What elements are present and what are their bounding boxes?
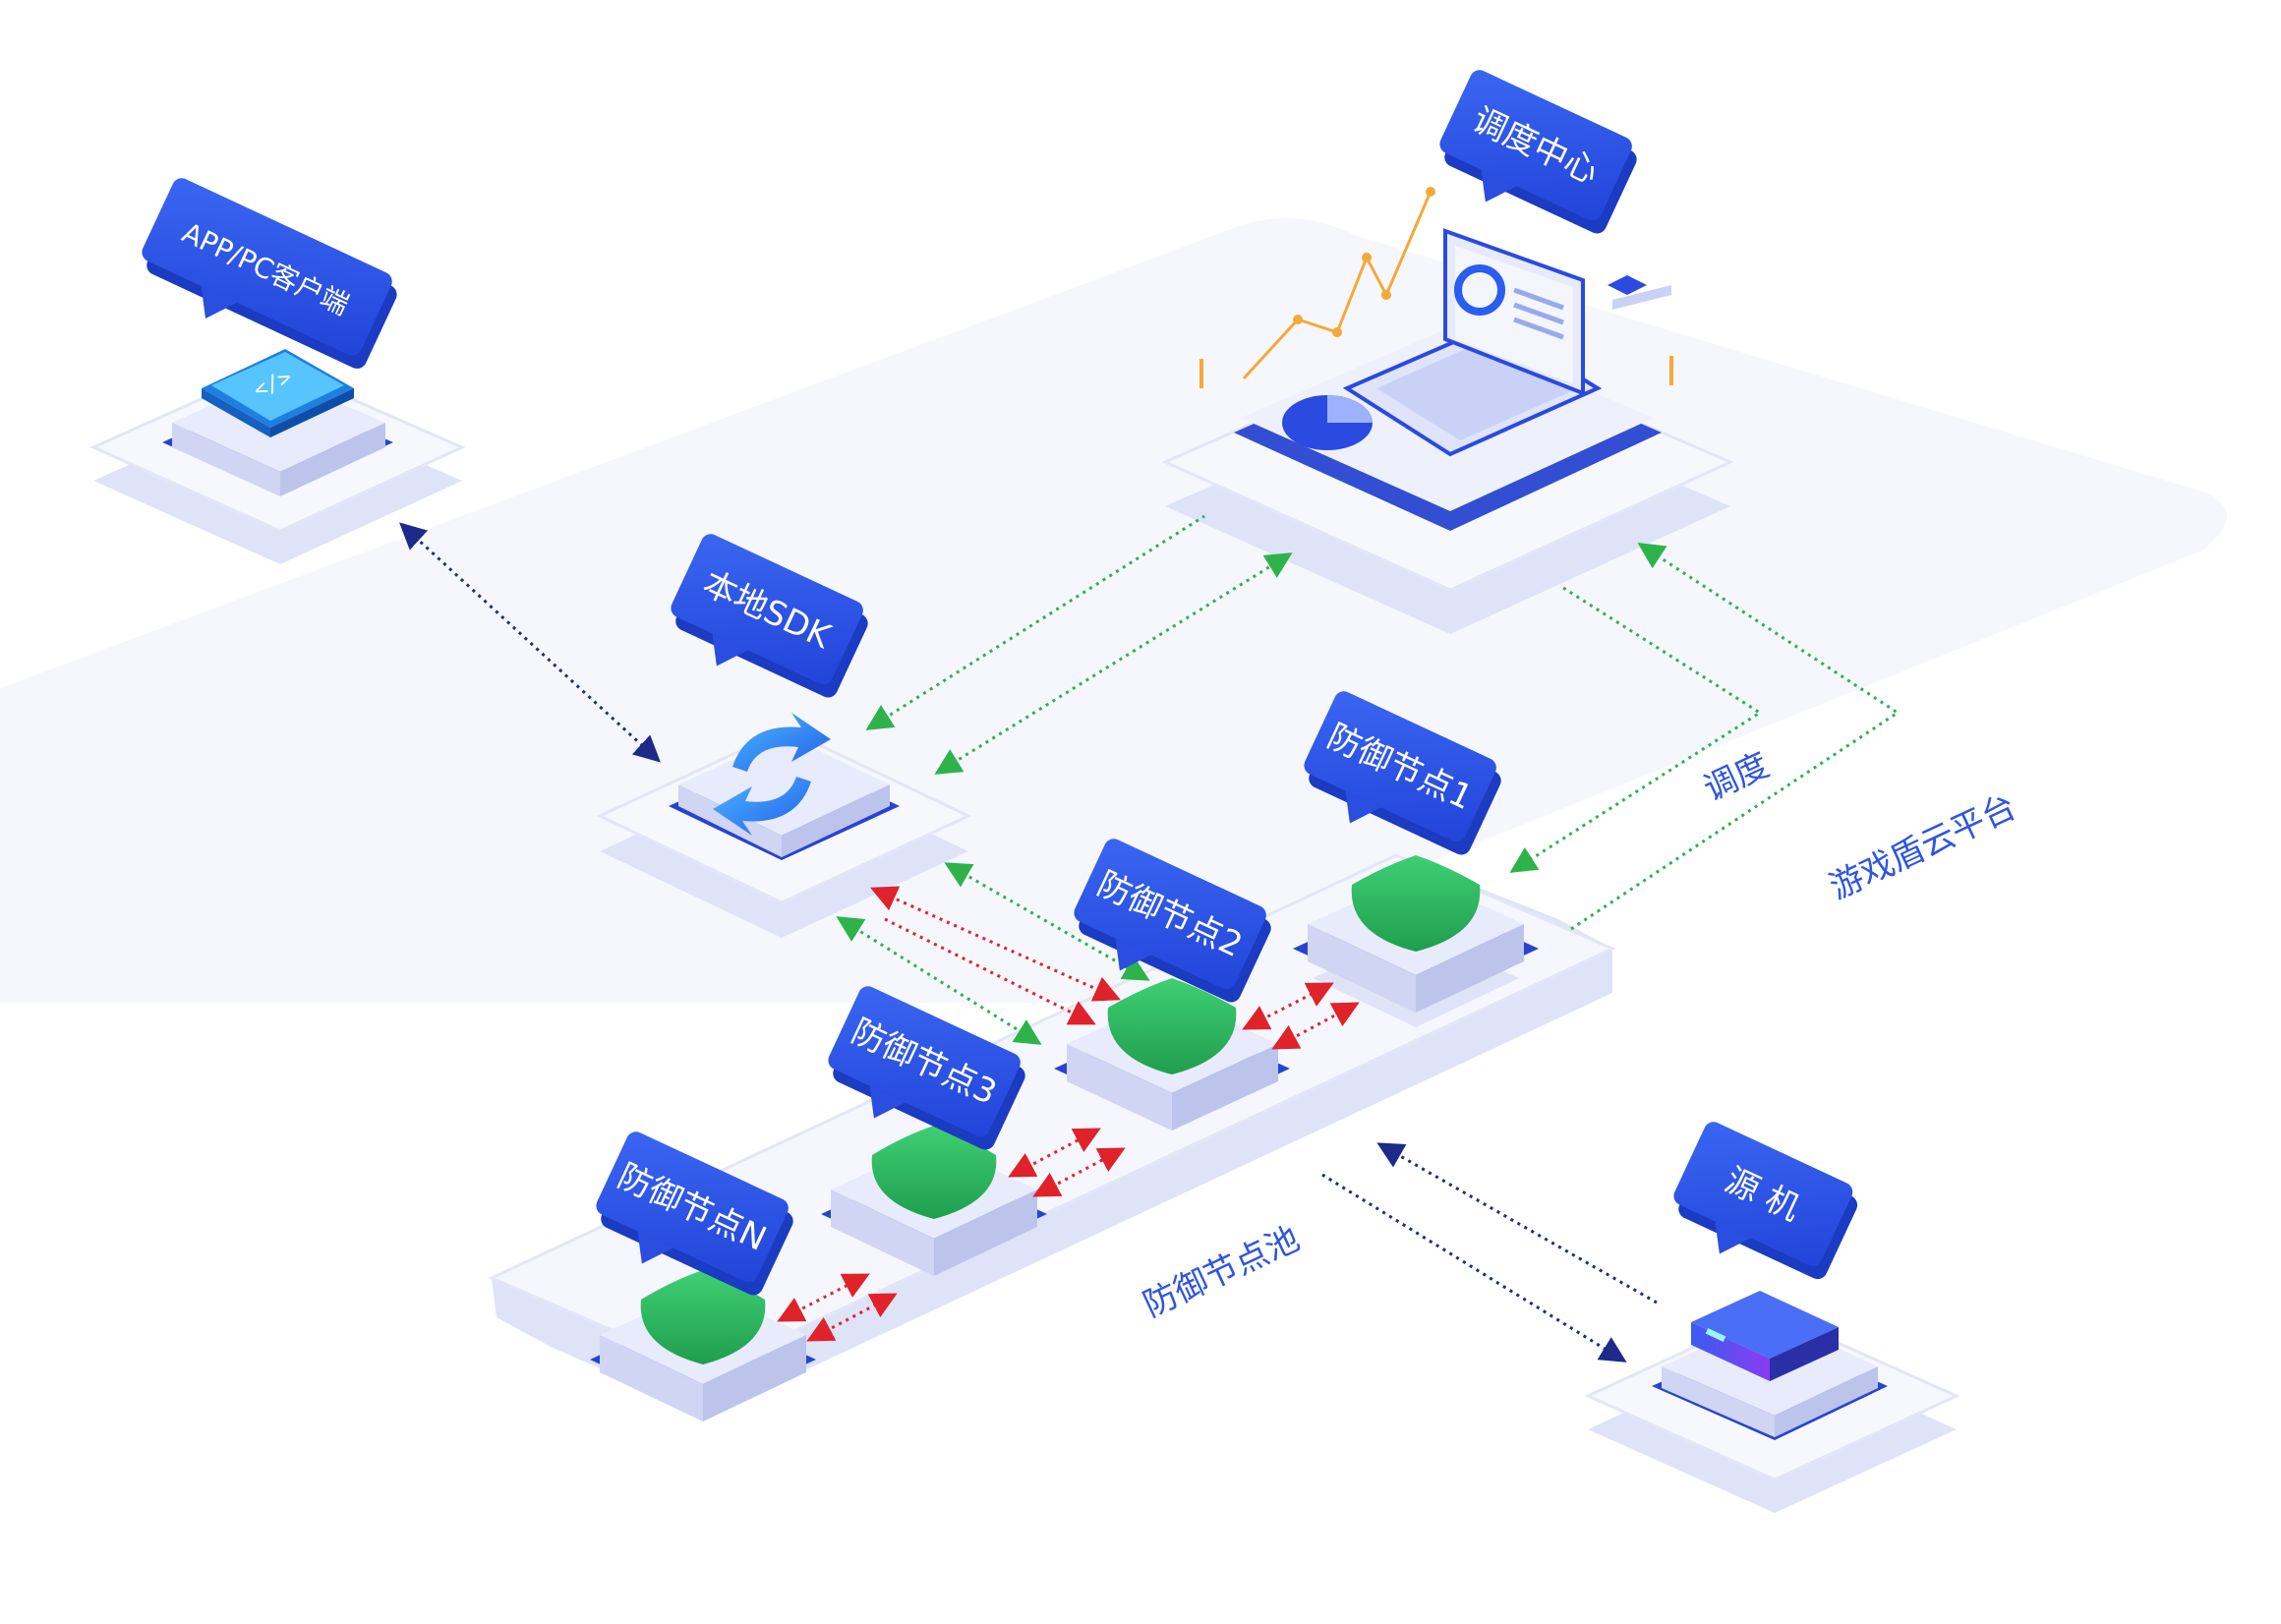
tag-origin: 源 机 bbox=[1673, 1122, 1858, 1280]
shield-icon bbox=[871, 1126, 997, 1219]
shield-icon bbox=[640, 1270, 766, 1364]
node-pool-label: 防御节点池 bbox=[1138, 1219, 1306, 1325]
shield-icon bbox=[1107, 978, 1237, 1074]
tag-node3: 防御节点3 bbox=[828, 986, 1025, 1150]
tag-node2: 防御节点2 bbox=[1074, 839, 1271, 1003]
shield-icon bbox=[1351, 855, 1481, 952]
schedule-label: 调度 bbox=[1698, 745, 1776, 809]
client-sdk-arrow bbox=[399, 522, 661, 763]
cloud-platform-label: 游戏盾云平台 bbox=[1824, 787, 2022, 907]
server-icon bbox=[1691, 1291, 1839, 1381]
dispatch-sdk-arrow bbox=[934, 552, 1293, 775]
refresh-arrows-icon bbox=[713, 713, 831, 836]
node2-node3-red-arrow-b bbox=[1032, 1147, 1126, 1197]
origin-pool-arrow bbox=[1376, 1142, 1658, 1305]
laptop-dashboard-icon bbox=[1199, 187, 1673, 457]
tag-node1: 防御节点1 bbox=[1304, 691, 1501, 855]
pool-origin-arrow bbox=[1321, 1173, 1627, 1363]
tag-client: APP/PC客户端 bbox=[142, 178, 397, 369]
code-window-icon: </> bbox=[202, 349, 354, 437]
schedule-arrow-a bbox=[1509, 586, 1763, 873]
tag-dispatch: 调度中心 bbox=[1439, 70, 1637, 234]
